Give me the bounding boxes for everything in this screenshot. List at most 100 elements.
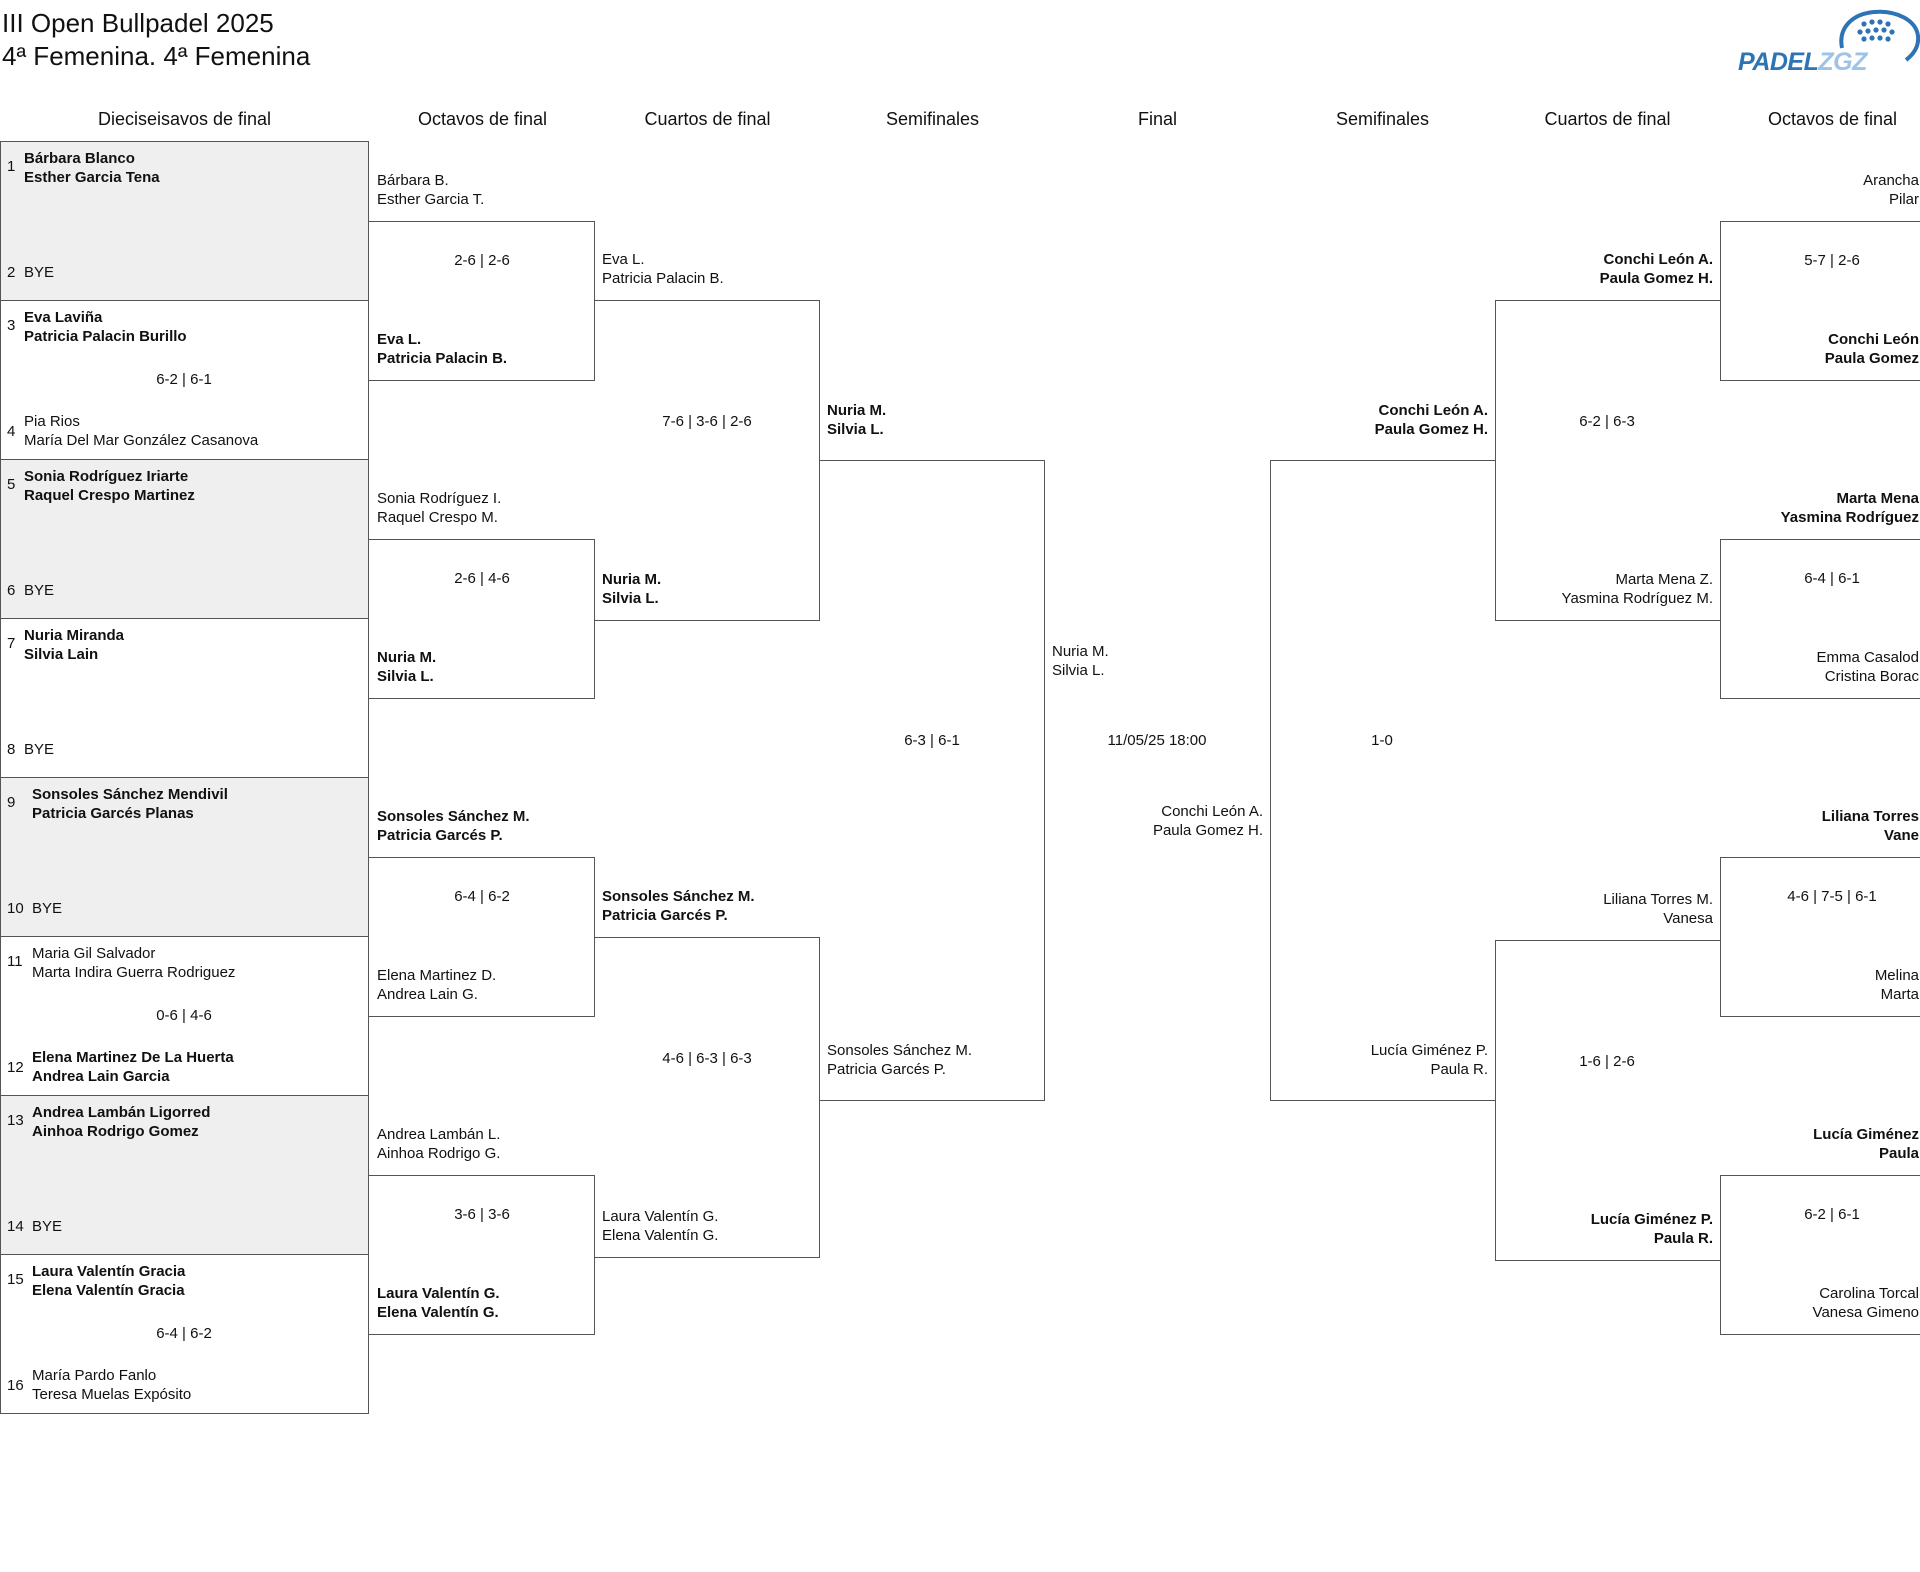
r8-right-score: 4-6 | 7-5 | 6-1 (1787, 888, 1877, 905)
seed-number: 7 (7, 635, 16, 652)
final-team-a-player-1: Nuria M. (1052, 643, 1109, 660)
sf-left-team-b-player-2: Patricia Garcés P. (827, 1061, 946, 1078)
seed-number: 12 (7, 1059, 24, 1076)
bracket-line (594, 539, 595, 699)
bracket-line (369, 221, 594, 222)
r8-left-score: 2-6 | 2-6 (454, 252, 510, 269)
seed-number: 14 (7, 1218, 24, 1235)
r16-team-b-player-2: Andrea Lain Garcia (32, 1068, 170, 1085)
bracket-line (369, 380, 594, 381)
bracket-line (1495, 1260, 1720, 1261)
header-r16: Dieciseisavos de final (97, 109, 272, 129)
qf-right-team-a-player-1: Conchi León A. (1603, 251, 1713, 268)
r16-team-a-player-1: Sonia Rodríguez Iriarte (24, 468, 189, 485)
logo-ball-icon (1839, 9, 1920, 62)
seed-number: 6 (7, 582, 16, 599)
r8-right-score: 5-7 | 2-6 (1804, 252, 1860, 269)
bracket-line (1044, 460, 1045, 1101)
qf-right-team-a-player-1: Liliana Torres M. (1603, 891, 1713, 908)
r8-right-team-b-player-1: Emma Casalod (1816, 649, 1919, 666)
sf-right-score: 1-0 (1371, 732, 1393, 749)
bracket-line (819, 1100, 1044, 1101)
seed-number: 9 (7, 794, 16, 811)
bracket-line (594, 1257, 819, 1258)
qf-left-team-a-player-2: Patricia Palacin B. (602, 270, 724, 287)
seed-number: 10 (7, 900, 24, 917)
qf-left-team-a-player-1: Sonsoles Sánchez M. (602, 888, 755, 905)
qf-left-team-a-player-1: Eva L. (602, 251, 645, 268)
sf-right-team-b-player-1: Lucía Giménez P. (1370, 1042, 1488, 1059)
header-qf-left: Cuartos de final (644, 109, 771, 129)
bracket-line (1720, 539, 1721, 699)
r16-team-b-player-2: Teresa Muelas Expósito (32, 1386, 192, 1403)
r16-score: 6-4 | 6-2 (156, 1325, 212, 1342)
bracket-line (1495, 620, 1720, 621)
r8-right-team-b-player-2: Cristina Borac (1824, 668, 1919, 685)
r8-right-team-a-player-2: Yasmina Rodríguez (1780, 509, 1919, 526)
r8-right-team-b-player-2: Vanesa Gimeno (1812, 1304, 1919, 1321)
bracket-line (369, 857, 594, 858)
r8-left-score: 2-6 | 4-6 (454, 570, 510, 587)
r8-left-team-a-player-2: Esther Garcia T. (377, 191, 485, 208)
bracket-line (1495, 940, 1720, 941)
bracket-line (594, 937, 819, 938)
r16-team-a-player-1: Andrea Lambán Ligorred (32, 1104, 211, 1121)
bracket-line (369, 698, 594, 699)
r16-match-box (0, 1254, 369, 1414)
bracket-line (1720, 1334, 1920, 1335)
r8-right-team-a-player-2: Pilar (1888, 191, 1919, 208)
r16-match-box (0, 936, 369, 1095)
r16-team-b-player-1: BYE (32, 1218, 63, 1235)
final-team-a-player-2: Silvia L. (1052, 662, 1105, 679)
r16-team-a-player-2: Raquel Crespo Martinez (24, 487, 195, 504)
qf-left-score: 7-6 | 3-6 | 2-6 (662, 413, 752, 430)
r8-right-team-a-player-1: Marta Mena (1836, 490, 1919, 507)
r16-team-a-player-2: Patricia Garcés Planas (32, 805, 194, 822)
bracket-line (594, 1175, 595, 1335)
qf-left-team-b-player-1: Nuria M. (602, 571, 662, 588)
r8-right-team-a-player-1: Arancha (1863, 172, 1919, 189)
header-r8-left: Octavos de final (417, 109, 548, 129)
r8-left-team-b-player-1: Nuria M. (377, 649, 437, 666)
sf-right-team-a-player-1: Conchi León A. (1378, 402, 1488, 419)
r8-right-score: 6-4 | 6-1 (1804, 570, 1860, 587)
seed-number: 2 (7, 264, 16, 281)
r8-left-team-a-player-1: Sonia Rodríguez I. (377, 490, 502, 507)
bracket-line (1720, 221, 1721, 381)
bracket-line (1720, 857, 1721, 1017)
r8-right-team-a-player-2: Paula (1878, 1145, 1919, 1162)
bracket-line (369, 1334, 594, 1335)
r8-left-team-a-player-1: Bárbara B. (377, 172, 449, 189)
header-sf-right: Semifinales (1335, 109, 1430, 129)
r8-left-team-b-player-1: Laura Valentín G. (377, 1285, 500, 1302)
r16-team-a-player-2: Silvia Lain (24, 646, 99, 663)
seed-number: 11 (7, 953, 23, 970)
bracket-line (1270, 460, 1495, 461)
r8-right-team-b-player-1: Melina (1874, 967, 1919, 984)
r16-match-box (0, 777, 369, 936)
r16-team-b-player-1: BYE (24, 582, 55, 599)
r16-team-a-player-2: Elena Valentín Gracia (32, 1282, 185, 1299)
header-r8-right: Octavos de final (1767, 109, 1898, 129)
bracket-line (369, 1016, 594, 1017)
header-qf-right: Cuartos de final (1544, 109, 1671, 129)
bracket-line (1720, 1175, 1721, 1335)
r8-right-team-b-player-1: Carolina Torcal (1819, 1285, 1919, 1302)
bracket-line (1720, 221, 1920, 222)
r8-right-team-a-player-1: Lucía Giménez (1813, 1126, 1919, 1143)
r16-team-b-player-1: Elena Martinez De La Huerta (32, 1049, 234, 1066)
seed-number: 16 (7, 1377, 24, 1394)
qf-left-team-a-player-2: Patricia Garcés P. (602, 907, 728, 924)
r8-left-team-a-player-1: Andrea Lambán L. (377, 1126, 501, 1143)
seed-number: 13 (7, 1112, 24, 1129)
sf-left-team-a-player-2: Silvia L. (827, 421, 884, 438)
r16-team-a-player-1: Nuria Miranda (24, 627, 125, 644)
r8-left-team-a-player-2: Ainhoa Rodrigo G. (377, 1145, 501, 1162)
r16-team-a-player-1: Sonsoles Sánchez Mendivil (32, 786, 228, 803)
bracket-line (594, 300, 819, 301)
r16-team-a-player-1: Maria Gil Salvador (32, 945, 156, 962)
r8-left-team-b-player-1: Eva L. (377, 331, 422, 348)
bracket-line (369, 1175, 594, 1176)
r16-score: 6-2 | 6-1 (156, 371, 212, 388)
header-final: Final (1137, 109, 1177, 129)
